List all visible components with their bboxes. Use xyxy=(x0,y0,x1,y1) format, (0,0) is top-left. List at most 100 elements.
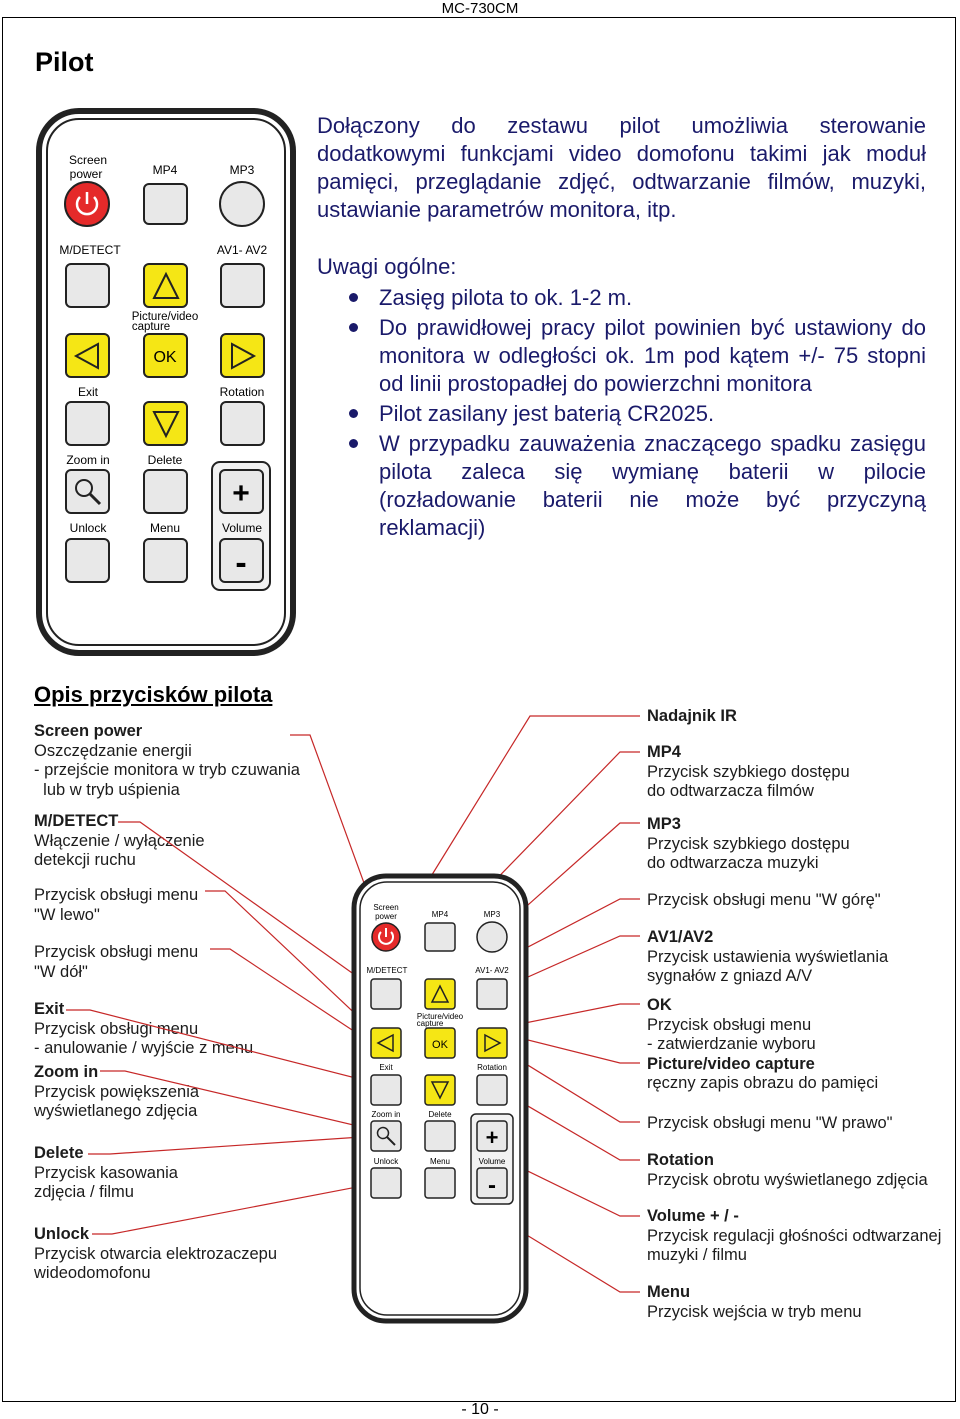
power-icon xyxy=(378,931,394,945)
plus-icon: + xyxy=(486,1125,499,1150)
down-button xyxy=(143,401,188,446)
label-screen-small: Screen xyxy=(373,903,398,912)
leader-lines xyxy=(66,715,640,1293)
volume-up-button-small xyxy=(476,1120,508,1152)
label-volume-desc: Volume + / -Przycisk regulacji głośności… xyxy=(647,1207,942,1264)
volume-down-button-small xyxy=(476,1167,508,1199)
label-down-desc: Przycisk obsługi menu"W dół" xyxy=(34,943,199,981)
plus-icon: + xyxy=(232,477,250,510)
right-arrow-icon xyxy=(231,342,257,370)
label-rotation-small: Rotation xyxy=(477,1063,507,1072)
label-av-small: AV1- AV2 xyxy=(475,966,509,975)
right-arrow-icon xyxy=(484,1033,502,1053)
unlock-button-small xyxy=(370,1167,402,1199)
label-right-desc: Przycisk obsługi menu "W prawo" xyxy=(647,1114,893,1132)
label-av: AV1- AV2 xyxy=(217,243,268,257)
up-arrow-icon xyxy=(430,984,450,1003)
label-zoom-small: Zoom in xyxy=(372,1110,401,1119)
label-ok-small: OK xyxy=(432,1039,449,1051)
power-icon xyxy=(75,196,99,216)
mdetect-button xyxy=(65,263,110,308)
label-rotation: Rotation xyxy=(220,385,265,399)
mp3-button xyxy=(219,181,265,227)
zoom-button-small xyxy=(370,1120,402,1152)
page-frame xyxy=(2,17,956,1402)
remote-illustration-top: Screen power MP4 MP3 M/DETECT AV1- AV2 P… xyxy=(36,108,296,656)
mp3-button-small xyxy=(476,921,508,953)
delete-button xyxy=(143,469,188,514)
label-mp3: MP3 xyxy=(230,163,255,177)
remote-diagram: Screen power MP4 MP3 M/DETECT AV1- AV2 P… xyxy=(66,715,640,1324)
left-arrow-icon xyxy=(376,1033,394,1053)
left-button xyxy=(65,333,110,378)
label-menu: Menu xyxy=(150,521,180,535)
label-capture-2-small: capture xyxy=(417,1019,444,1028)
delete-button-small xyxy=(424,1120,456,1152)
up-button xyxy=(143,263,188,308)
label-capture: Picture/video xyxy=(132,311,198,323)
ok-button xyxy=(143,333,188,378)
label-left-desc: Przycisk obsługi menu"W lewo" xyxy=(34,886,199,924)
label-menu-small: Menu xyxy=(430,1157,450,1166)
mp4-button xyxy=(143,183,188,225)
label-exit: Exit xyxy=(78,385,99,399)
label-delete: Delete xyxy=(148,453,183,467)
down-button-small xyxy=(424,1074,456,1106)
label-exit-small: Exit xyxy=(379,1063,393,1072)
label-up-desc: Przycisk obsługi menu "W górę" xyxy=(647,891,881,909)
label-capture-2: capture xyxy=(132,321,170,333)
down-arrow-icon xyxy=(430,1081,450,1100)
exit-button-small xyxy=(370,1074,402,1106)
label-ok: OK xyxy=(153,349,176,366)
label-unlock: Unlock xyxy=(70,521,108,535)
right-button xyxy=(220,333,265,378)
zoom-button xyxy=(65,469,110,514)
bullet-icon xyxy=(349,293,358,302)
label-power: power xyxy=(70,167,103,181)
remote-body xyxy=(36,108,296,656)
magnifier-icon xyxy=(75,479,93,497)
volume-up-button xyxy=(219,469,264,514)
label-delete-small: Delete xyxy=(428,1110,452,1119)
label-volume-small: Volume xyxy=(479,1157,506,1166)
label-capture-small: Picture/video xyxy=(417,1012,464,1021)
rotation-button-small xyxy=(476,1074,508,1106)
intro-paragraph: Dołączony do zestawu pilot umożliwia ste… xyxy=(317,113,926,222)
page-number: - 10 - xyxy=(461,1401,499,1418)
av-button-small xyxy=(476,978,508,1010)
mp4-button-small xyxy=(424,922,456,952)
volume-down-button xyxy=(219,538,264,583)
list-item: W przypadku zauważenia znaczącego spadku… xyxy=(317,430,926,542)
list-item: Zasięg pilota to ok. 1-2 m. xyxy=(317,284,926,312)
section-title: Opis przycisków pilota xyxy=(34,682,273,707)
menu-button xyxy=(143,538,188,583)
label-mdetect: M/DETECT xyxy=(59,243,121,257)
exit-button xyxy=(65,401,110,446)
label-mdetect-small: M/DETECT xyxy=(367,966,408,975)
down-arrow-icon xyxy=(152,411,180,439)
minus-icon: - xyxy=(235,544,246,582)
list-item: Do prawidłowej pracy pilot powinien być … xyxy=(317,314,926,398)
minus-icon: - xyxy=(488,1172,496,1199)
label-screen: Screen xyxy=(69,153,107,167)
menu-button-small xyxy=(424,1167,456,1199)
bullet-icon xyxy=(349,323,358,332)
label-power-small: power xyxy=(375,912,397,921)
left-button-small xyxy=(370,1027,402,1059)
label-mp4: MP4 xyxy=(153,163,178,177)
right-button-small xyxy=(476,1027,508,1059)
left-arrow-icon xyxy=(73,342,99,370)
label-ir-desc: Nadajnik IR xyxy=(647,707,737,725)
notes-heading: Uwagi ogólne: xyxy=(317,254,457,279)
page-header: MC-730CM xyxy=(441,0,519,17)
